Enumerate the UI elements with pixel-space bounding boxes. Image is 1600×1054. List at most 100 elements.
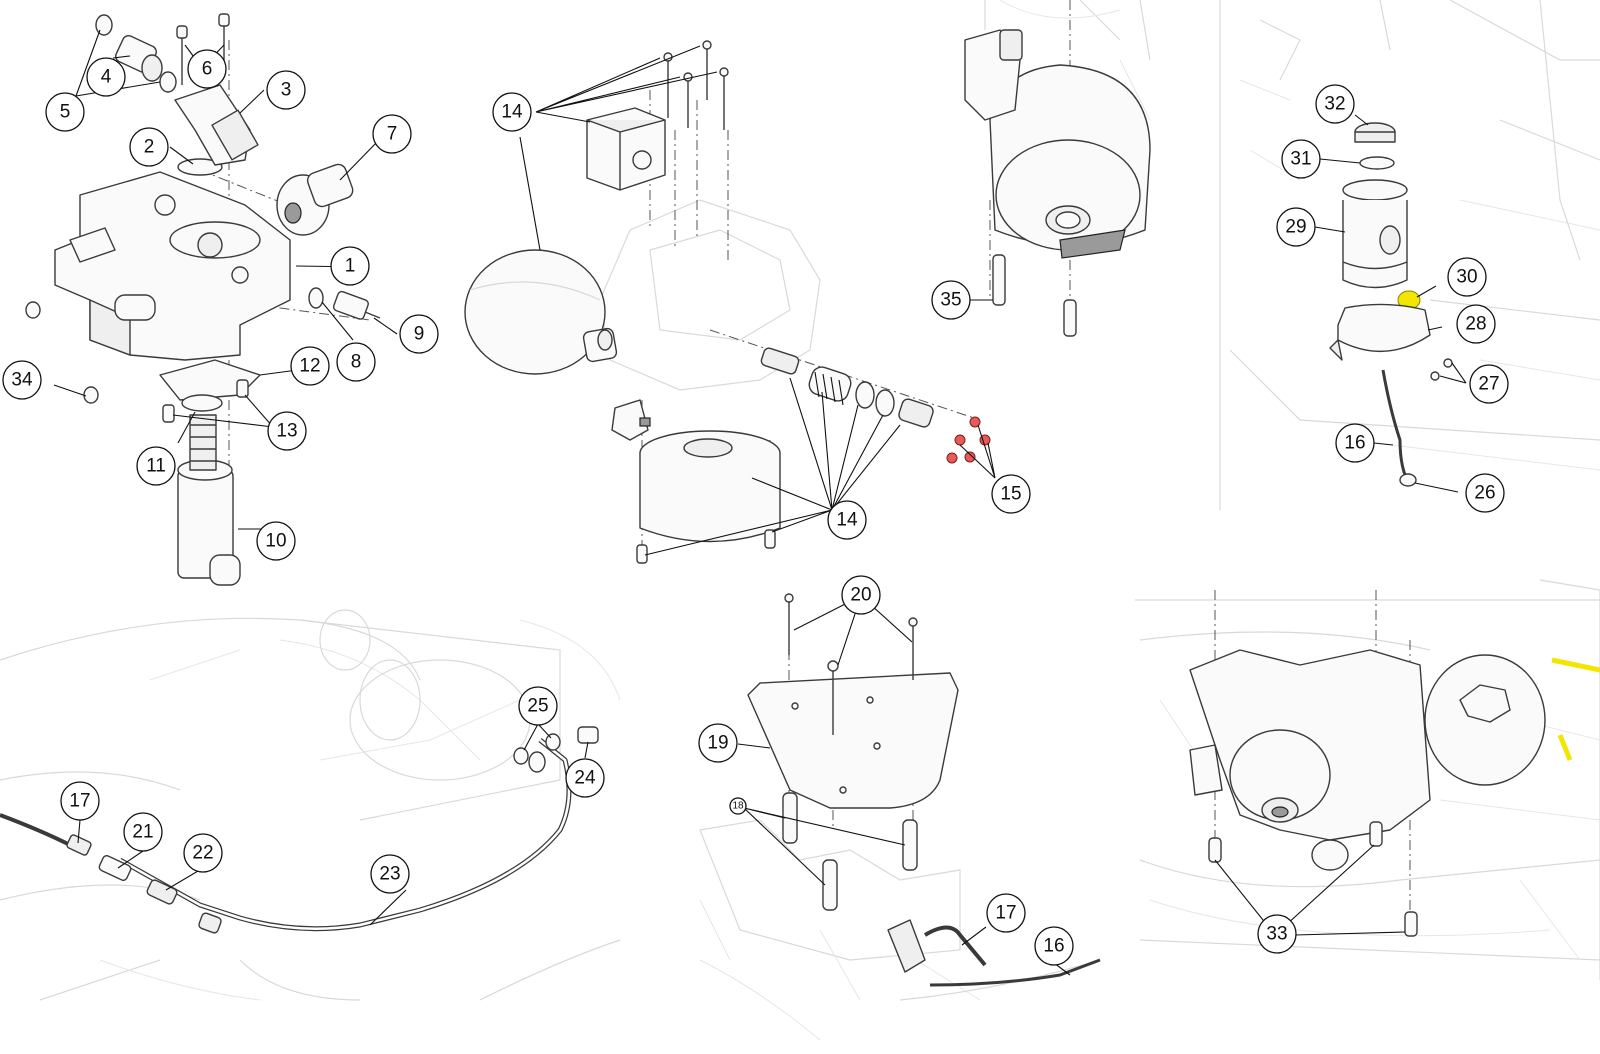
- panel-pipe-route: [0, 609, 621, 1001]
- callout-15: 15: [991, 474, 1031, 514]
- hose-fitting: [887, 919, 926, 973]
- reservoir-bracket: [1337, 303, 1431, 353]
- callout-16-lower: 16: [1034, 926, 1074, 966]
- motor-bolt-short: [1063, 299, 1077, 337]
- callout-29: 29: [1276, 207, 1316, 247]
- reservoir-body-part: [1342, 179, 1408, 289]
- mounting-bracket: [747, 672, 959, 809]
- svg-text:17: 17: [69, 791, 90, 812]
- callout-27: 27: [1469, 364, 1509, 404]
- svg-text:19: 19: [707, 733, 728, 754]
- svg-text:29: 29: [1285, 217, 1306, 238]
- callout-30: 30: [1447, 257, 1487, 297]
- svg-text:16: 16: [1043, 936, 1064, 957]
- sealing-washer: [308, 287, 324, 309]
- callout-16-upper: 16: [1335, 423, 1375, 463]
- panel-valve-block: [25, 13, 381, 586]
- callout-3: 3: [266, 70, 306, 110]
- leader-lines: [53, 29, 1467, 976]
- mount-bolt-left: [1208, 837, 1222, 863]
- callout-5: 5: [45, 92, 85, 132]
- callout-32: 32: [1315, 84, 1355, 124]
- svg-text:34: 34: [11, 370, 33, 391]
- fitting-22: [146, 879, 178, 905]
- callout-12: 12: [290, 346, 330, 386]
- callout-17-left: 17: [60, 781, 100, 821]
- washer-lower: [159, 71, 177, 93]
- bottom-bolt-left: [636, 544, 648, 564]
- callouts: 1 2 3 4 5 6 7 8 9 10 11 12 13 34 14 14 1…: [2, 49, 1509, 966]
- motor-bolt-35: [992, 254, 1006, 306]
- svg-text:20: 20: [850, 585, 871, 606]
- callout-35: 35: [931, 280, 971, 320]
- pipe-left-section: [0, 813, 71, 847]
- svg-text:23: 23: [379, 864, 400, 885]
- screw-upper: [1443, 358, 1453, 368]
- callout-2: 2: [129, 127, 169, 167]
- svg-text:14: 14: [836, 510, 858, 531]
- svg-text:7: 7: [387, 124, 398, 145]
- callout-11: 11: [136, 446, 176, 486]
- callout-10: 10: [256, 521, 296, 561]
- long-bolts-part: [663, 40, 729, 130]
- svg-text:33: 33: [1266, 924, 1287, 945]
- svg-text:1: 1: [345, 256, 356, 277]
- union-21: [98, 855, 132, 881]
- svg-text:18: 18: [732, 801, 744, 812]
- svg-text:17: 17: [995, 903, 1016, 924]
- plug-upper: [25, 301, 41, 319]
- banjo-bolt-24: [577, 726, 599, 744]
- svg-text:10: 10: [265, 531, 286, 552]
- callout-20: 20: [841, 575, 881, 615]
- screw-lower: [1430, 371, 1440, 381]
- callout-6: 6: [187, 49, 227, 89]
- sensor-part: [332, 290, 381, 320]
- hydraulic-unit-part: [1189, 649, 1546, 871]
- pipe-end-nut: [198, 912, 222, 934]
- valve-plate-part: [54, 171, 291, 361]
- callout-14-lower: 14: [827, 500, 867, 540]
- callout-8: 8: [336, 342, 376, 382]
- callout-26: 26: [1465, 473, 1505, 513]
- svg-text:13: 13: [276, 421, 297, 442]
- flex-hose: [923, 925, 987, 967]
- hose-clip: [1399, 473, 1417, 487]
- dowel-right: [236, 379, 249, 398]
- svg-text:16: 16: [1344, 433, 1365, 454]
- svg-text:9: 9: [414, 324, 425, 345]
- manifold-block-part: [586, 107, 666, 191]
- svg-text:4: 4: [101, 67, 112, 88]
- svg-text:14: 14: [501, 102, 523, 123]
- svg-text:25: 25: [527, 696, 548, 717]
- bottom-bolt-right: [764, 529, 776, 549]
- callout-1: 1: [330, 246, 370, 286]
- panel-installed-unit: [1135, 579, 1600, 980]
- svg-text:31: 31: [1290, 149, 1311, 170]
- callout-17-right: 17: [986, 893, 1026, 933]
- svg-text:22: 22: [192, 843, 213, 864]
- callout-33: 33: [1257, 914, 1297, 954]
- callout-34: 34: [2, 360, 42, 400]
- svg-text:28: 28: [1465, 314, 1486, 335]
- svg-text:27: 27: [1478, 374, 1499, 395]
- callout-22: 22: [183, 833, 223, 873]
- panel-pump-assembly: [464, 40, 991, 564]
- svg-text:35: 35: [940, 290, 961, 311]
- panel-pump-motor: [964, 0, 1151, 337]
- svg-text:15: 15: [1000, 484, 1021, 505]
- svg-text:6: 6: [202, 59, 213, 80]
- bracket-bolts: [784, 593, 918, 735]
- washer-25a: [513, 747, 529, 765]
- brake-pipe: [118, 738, 572, 932]
- gasket-plate: [159, 359, 261, 401]
- solenoid-part: [177, 414, 241, 586]
- pump-motor-part: [611, 399, 781, 543]
- washer-25b: [545, 733, 561, 751]
- plug-lower: [83, 386, 99, 404]
- svg-text:2: 2: [144, 137, 155, 158]
- dowel-left: [162, 404, 175, 423]
- svg-text:30: 30: [1456, 267, 1477, 288]
- svg-text:24: 24: [574, 768, 596, 789]
- cap-seal: [1359, 156, 1395, 170]
